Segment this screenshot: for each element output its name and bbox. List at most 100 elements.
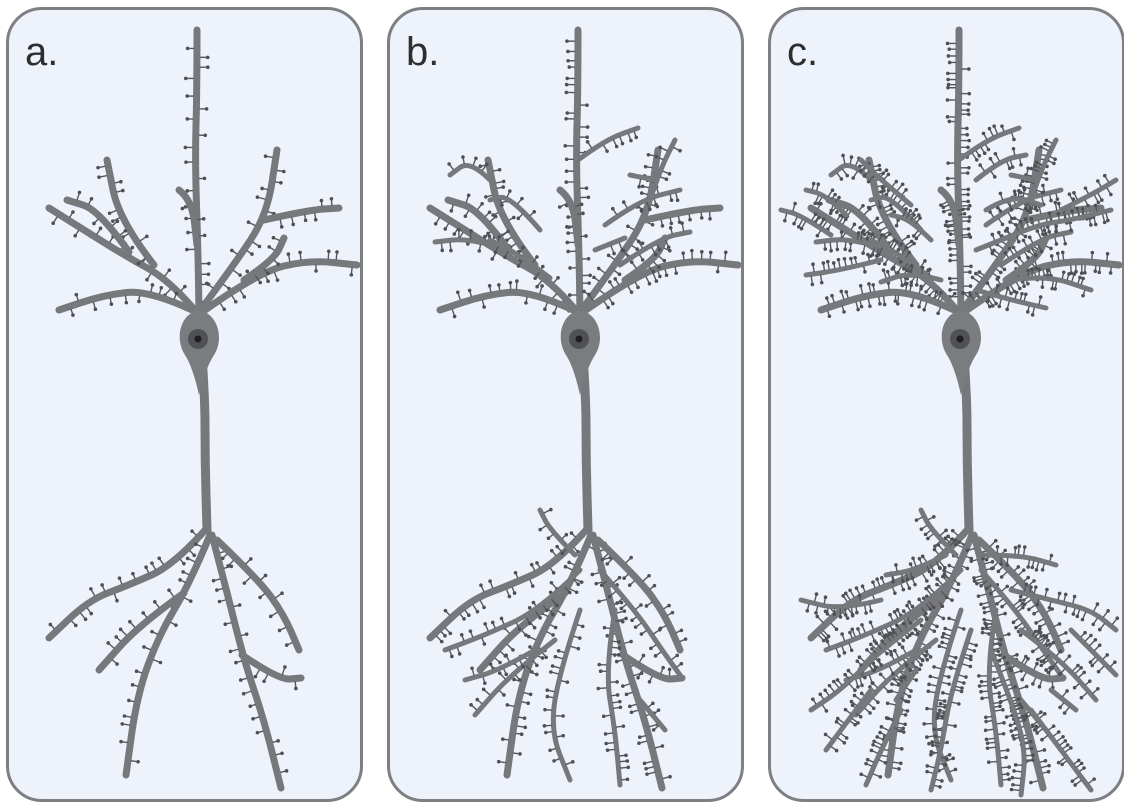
- spine-head: [848, 249, 852, 253]
- spine-head: [1065, 689, 1069, 693]
- spine-head: [890, 653, 894, 657]
- spine-head: [925, 764, 929, 768]
- spine-head: [648, 680, 652, 684]
- spine-head: [917, 305, 921, 309]
- spine-head: [926, 689, 930, 693]
- spine-head: [258, 596, 262, 600]
- spine-head: [985, 737, 989, 741]
- spine-head: [285, 643, 289, 647]
- spine-head: [601, 558, 605, 562]
- spine-head: [866, 253, 870, 257]
- spine-head: [990, 567, 994, 571]
- spine-head: [184, 217, 188, 221]
- spine-head: [566, 680, 570, 684]
- spine-head: [993, 175, 997, 179]
- spine-head: [626, 766, 630, 770]
- spine-head: [280, 751, 284, 755]
- spine-head: [145, 278, 149, 282]
- spine-head: [828, 314, 832, 318]
- spine-head: [997, 570, 1001, 574]
- spine-head: [924, 533, 928, 537]
- spine-head: [851, 614, 855, 618]
- spine-head: [1057, 730, 1061, 734]
- spine-head: [897, 682, 901, 686]
- spine-head: [1033, 728, 1037, 732]
- spine-head: [304, 219, 308, 223]
- spine-head: [954, 538, 958, 542]
- spine-head: [587, 281, 591, 285]
- spine-head: [184, 146, 188, 150]
- spine-head: [604, 742, 608, 746]
- spine-head: [969, 264, 973, 268]
- spine-head: [1010, 788, 1014, 792]
- spine-head: [901, 182, 905, 186]
- spine-head: [655, 279, 659, 283]
- spine-head: [948, 120, 952, 124]
- spine-head: [998, 704, 1002, 708]
- spine-head: [930, 740, 934, 744]
- spine-head: [508, 189, 512, 193]
- spine-head: [1062, 270, 1066, 274]
- spine-head: [73, 234, 77, 238]
- spine-head: [946, 115, 950, 119]
- spine-head: [832, 261, 836, 265]
- spine-head: [906, 709, 910, 713]
- spine-head: [988, 127, 992, 131]
- spine-head: [839, 615, 843, 619]
- spine-head: [550, 581, 554, 585]
- spine-head: [815, 615, 819, 619]
- spine-head: [911, 576, 915, 580]
- spine-head: [941, 635, 945, 639]
- spine-head: [51, 221, 55, 225]
- spine-head: [494, 215, 498, 219]
- spine-head: [1049, 247, 1053, 251]
- spine-head: [829, 249, 833, 253]
- spine-head: [831, 188, 835, 192]
- spine-head: [869, 609, 873, 613]
- spine-head: [982, 606, 986, 610]
- spine-head: [1058, 592, 1062, 596]
- spine-head: [833, 193, 837, 197]
- spine-head: [843, 673, 847, 677]
- spine-head: [457, 228, 461, 232]
- spine-head: [1031, 566, 1035, 570]
- spine-head: [136, 760, 140, 764]
- spine-head: [878, 205, 882, 209]
- spine-head: [1020, 678, 1024, 682]
- spine-head: [675, 654, 679, 658]
- spine-head: [626, 759, 630, 763]
- neuron-a-diagram: [9, 10, 363, 802]
- spine-head: [125, 301, 129, 305]
- spine-head: [1056, 197, 1060, 201]
- spine-head: [990, 251, 994, 255]
- spine-head: [858, 226, 862, 230]
- spine-head: [972, 576, 976, 580]
- soma: [180, 310, 219, 395]
- spine-head: [1014, 763, 1018, 767]
- spine-head: [528, 645, 532, 649]
- spine-head: [929, 675, 933, 679]
- spine-head: [554, 655, 558, 659]
- spine-head: [620, 607, 624, 611]
- spine-head: [891, 628, 895, 632]
- spine-head: [1028, 236, 1032, 240]
- apical-dendrite: [595, 238, 625, 250]
- spine-head: [594, 582, 598, 586]
- spine-head: [453, 315, 457, 319]
- spine-head: [192, 553, 196, 557]
- spine-head: [605, 634, 609, 638]
- spine-head: [602, 714, 606, 718]
- spine-head: [474, 156, 478, 160]
- spine-head: [953, 724, 957, 728]
- spine-head: [151, 283, 155, 287]
- spine-head: [285, 769, 289, 773]
- spine-head: [1061, 735, 1065, 739]
- spine-head: [895, 624, 899, 628]
- spine-head: [1039, 710, 1043, 714]
- spine-head: [470, 666, 474, 670]
- spine-head: [667, 604, 671, 608]
- spine-head: [872, 706, 876, 710]
- spine-head: [649, 647, 653, 651]
- spine-head: [1027, 608, 1031, 612]
- spine-head: [1026, 166, 1030, 170]
